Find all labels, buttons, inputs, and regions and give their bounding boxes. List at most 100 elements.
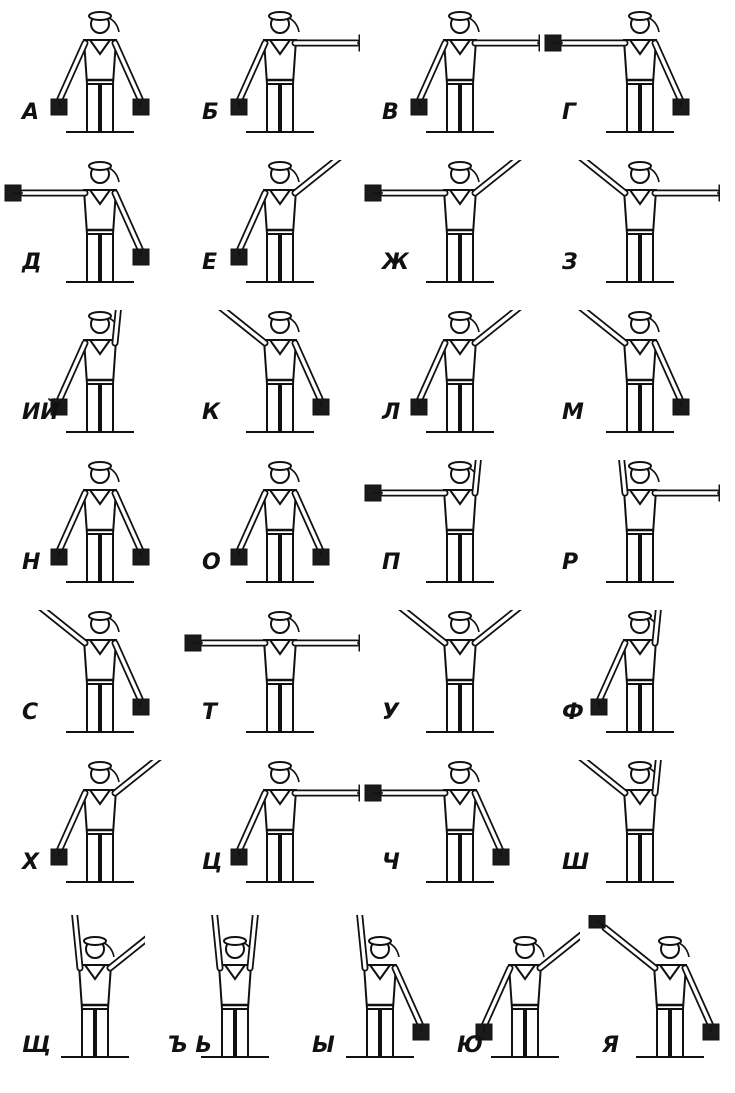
left-leg xyxy=(460,533,474,583)
signalman-drawing xyxy=(578,310,690,433)
torso xyxy=(442,39,478,85)
semaphore-cell: П xyxy=(360,460,540,610)
torso xyxy=(82,639,118,685)
signalman-figure xyxy=(578,160,720,283)
letter-label: Б xyxy=(202,100,219,125)
letter-label: К xyxy=(202,400,220,425)
cap-ribbon xyxy=(468,17,480,33)
right-leg xyxy=(86,533,100,583)
signalman-drawing xyxy=(544,11,690,133)
right-arm-fill xyxy=(57,791,87,853)
left-leg xyxy=(280,683,294,733)
torso xyxy=(622,39,658,85)
signalman-drawing xyxy=(50,11,150,133)
right-arm-fill xyxy=(619,460,627,495)
letter-label: О xyxy=(202,550,221,575)
letter-label: Ц xyxy=(202,850,223,875)
torso xyxy=(442,189,478,235)
right-leg xyxy=(626,233,640,283)
signalman-figure xyxy=(475,931,580,1058)
sailor-cap xyxy=(448,11,472,21)
letter-label: З xyxy=(562,250,578,275)
torso xyxy=(442,639,478,685)
right-arm-fill xyxy=(41,610,87,645)
semaphore-cell: Х xyxy=(0,760,180,910)
sailor-cap xyxy=(448,161,472,171)
sailor-collar xyxy=(629,639,651,656)
signalman-drawing xyxy=(50,760,162,883)
sailor-collar xyxy=(269,189,291,206)
torso xyxy=(622,489,658,535)
right-leg xyxy=(511,1008,525,1058)
left-arm-fill xyxy=(538,933,580,970)
left-arm-fill xyxy=(248,915,258,970)
semaphore-cell: Р xyxy=(540,460,720,610)
right-arm-fill xyxy=(401,610,447,645)
sailor-collar xyxy=(629,489,651,506)
left-leg xyxy=(640,383,654,433)
letter-label: Ш xyxy=(562,850,590,875)
right-leg xyxy=(266,383,280,433)
semaphore-cell: Ч xyxy=(360,760,540,910)
letter-label: Ъ Ь xyxy=(167,1033,213,1058)
torso xyxy=(362,964,398,1010)
semaphore-cell: Ж xyxy=(360,160,540,310)
signalman-drawing xyxy=(364,160,522,283)
left-arm-fill xyxy=(683,966,713,1028)
semaphore-cell: А xyxy=(0,10,180,160)
right-leg xyxy=(266,683,280,733)
torso xyxy=(262,339,298,385)
semaphore-cell: Н xyxy=(0,460,180,610)
sailor-cap xyxy=(83,936,107,946)
right-leg xyxy=(81,1008,95,1058)
letter-label: Ы xyxy=(312,1033,335,1058)
sailor-cap xyxy=(268,761,292,771)
letter-label: Ч xyxy=(382,850,400,875)
signalman-figure xyxy=(50,760,162,883)
letter-label: Д xyxy=(22,250,42,275)
right-leg xyxy=(446,233,460,283)
left-arm-fill xyxy=(108,937,145,970)
sailor-cap xyxy=(658,936,682,946)
left-arm-fill xyxy=(473,310,519,345)
right-arm-fill xyxy=(357,915,367,970)
sailor-cap xyxy=(448,761,472,771)
torso xyxy=(507,964,543,1010)
sailor-collar xyxy=(89,489,111,506)
signalman-figure xyxy=(201,915,269,1058)
left-leg xyxy=(460,233,474,283)
right-leg xyxy=(446,833,460,883)
sailor-collar xyxy=(659,964,681,981)
right-leg xyxy=(626,683,640,733)
right-leg xyxy=(626,533,640,583)
signalman-figure xyxy=(218,310,330,433)
sailor-collar xyxy=(449,789,471,806)
left-leg xyxy=(280,833,294,883)
cap-ribbon xyxy=(103,942,115,958)
sailor-cap xyxy=(268,11,292,21)
right-arm-fill xyxy=(57,41,87,103)
torso xyxy=(652,964,688,1010)
letter-label: Ф xyxy=(562,700,584,725)
left-leg xyxy=(460,833,474,883)
sailor-collar xyxy=(449,639,471,656)
torso xyxy=(77,964,113,1010)
torso xyxy=(262,789,298,835)
left-leg xyxy=(100,683,114,733)
right-arm-fill xyxy=(237,191,267,253)
sailor-collar xyxy=(449,39,471,56)
letter-label: Е xyxy=(202,250,218,275)
letter-label: У xyxy=(382,700,399,725)
sailor-cap xyxy=(513,936,537,946)
letter-label: С xyxy=(22,700,39,725)
signalman-drawing xyxy=(588,915,720,1058)
right-leg xyxy=(86,83,100,133)
signalman-drawing xyxy=(398,610,522,733)
left-arm-fill xyxy=(113,641,143,703)
semaphore-cell: У xyxy=(360,610,540,760)
right-arm-fill xyxy=(603,926,657,970)
torso xyxy=(262,39,298,85)
semaphore-cell: Ю xyxy=(435,915,580,1085)
letter-label: Ж xyxy=(382,250,409,275)
letter-label: Х xyxy=(22,850,39,875)
